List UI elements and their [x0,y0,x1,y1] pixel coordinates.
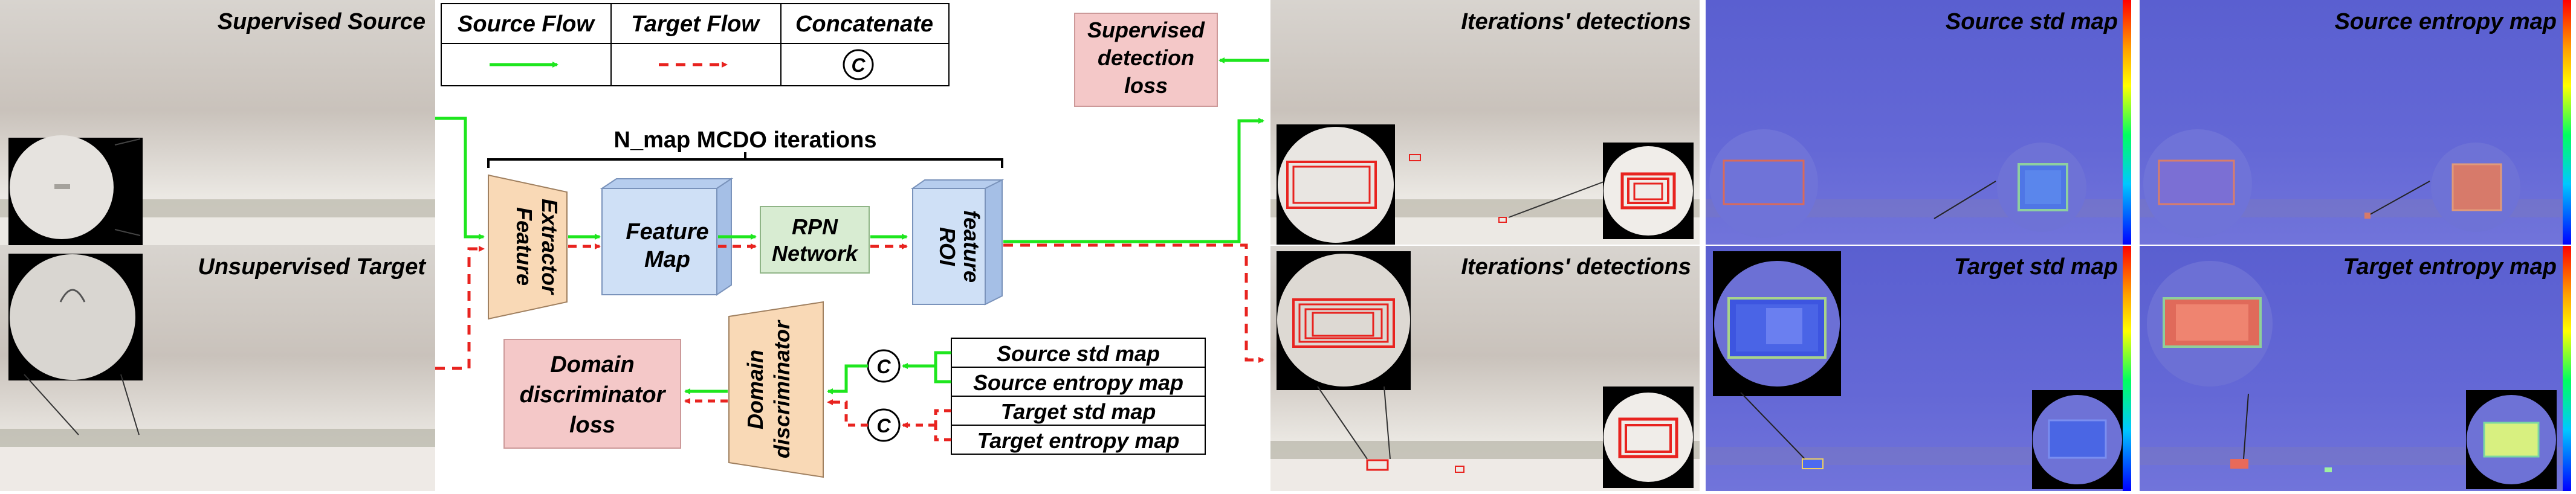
legend-concat-icon [843,49,874,80]
rpn-label-1: RPN [792,214,838,239]
feature-extractor-box [488,174,568,320]
domain-discriminator-box [728,301,824,478]
legend-target-flow: Target Flow [631,11,760,37]
source-entropy-map-label: Source entropy map [2335,9,2557,34]
iterations-detections-top-label: Iterations' detections [1461,9,1691,34]
rpn-network-box [760,206,870,274]
source-std-map-panel: Source std map [1706,0,2131,245]
legend-concat-symbol: C [851,54,866,76]
feature-map-label-1: Feature [626,219,708,245]
feature-extractor-label-1: Feature [512,207,537,286]
roi-label-2: feature [959,210,984,283]
roi-label-1: ROI [935,227,960,266]
maps-row-target-entropy: Target entropy map [977,428,1180,453]
uncertainty-maps-table: Source std map Source entropy map Target… [951,338,1206,455]
iterations-detections-bottom-panel: Iterations' detections [1270,245,1700,491]
maps-row-target-std: Target std map [1001,399,1156,424]
target-std-map-panel: Target std map [1706,245,2131,491]
domain-loss-label-2: discriminator [520,382,667,408]
roi-feature-box: ROI feature [910,179,1005,306]
legend-concatenate: Concatenate [795,11,933,37]
legend-table: Source Flow Target Flow Concatenate C [441,3,950,86]
feature-map-label-2: Map [644,247,690,272]
source-std-map-label: Source std map [1946,9,2118,34]
concat-target-symbol: C [876,415,891,437]
target-entropy-map-panel: Target entropy map [2140,245,2571,491]
maps-row-source-entropy: Source entropy map [973,370,1183,395]
iterations-brace [487,158,1003,168]
target-std-map-label: Target std map [1954,254,2118,280]
domain-loss-label-1: Domain [550,352,634,377]
pipeline: N_map MCDO iterations Feature Extractor … [435,13,1269,478]
target-entropy-map-label: Target entropy map [2343,254,2557,280]
legend-source-flow: Source Flow [458,11,595,37]
rpn-label-2: Network [772,241,859,266]
supervised-detection-loss-box [1074,13,1218,107]
supervised-source-label: Supervised Source [218,9,426,34]
domain-discriminator-label-2: discriminator [769,319,794,458]
domain-loss-label-3: loss [569,412,615,438]
supervised-loss-label-3: loss [1124,73,1168,98]
supervised-loss-label-2: detection [1098,45,1194,70]
source-entropy-map-panel: Source entropy map [2140,0,2571,245]
domain-discriminator-label-1: Domain [743,350,768,429]
concat-source-symbol: C [876,356,891,377]
iterations-detections-top-panel: Iterations' detections [1270,0,1700,245]
domain-discriminator-loss-box [503,339,681,449]
maps-row-source-std: Source std map [997,341,1160,366]
unsupervised-target-label: Unsupervised Target [198,254,426,280]
feature-map-box: Feature Map [600,178,734,296]
iterations-detections-bottom-label: Iterations' detections [1461,254,1691,280]
supervised-source-panel: Supervised Source [0,0,435,246]
unsupervised-target-panel: Unsupervised Target [0,245,435,491]
supervised-loss-label-1: Supervised [1087,18,1205,42]
iterations-label: N_map MCDO iterations [614,127,877,153]
feature-extractor-label-2: Extractor [537,199,562,295]
